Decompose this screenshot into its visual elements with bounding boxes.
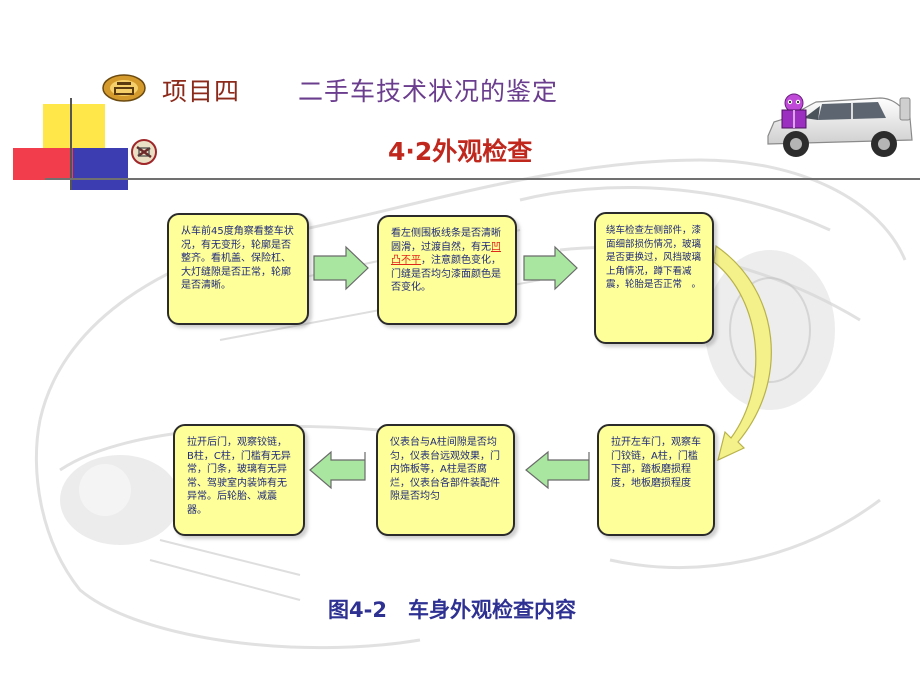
figure-caption: 图4-2 车身外观检查内容: [328, 598, 576, 622]
bullet-disc-icon: [102, 74, 146, 102]
decor-hline: [45, 178, 920, 180]
chapter-title: 二手车技术状况的鉴定: [298, 77, 559, 106]
flow-step-5: 仪表台与A柱间隙是否均匀，仪表台远观效果，门内饰板等，A柱是否腐烂，仪表台各部件…: [376, 424, 515, 536]
arrow-step4-to-step5-shape: [525, 450, 590, 490]
flow-step-2: 看左侧围板线条是否清晰圆滑，过渡自然，有无凹凸不平，注意颜色变化，门缝是否均匀漆…: [377, 215, 517, 325]
flow-step-2-highlight: 凹凸不平: [391, 241, 501, 267]
flow-step-2-text-a: 看左侧围板线条是否清晰圆滑，过渡自然，有无: [391, 228, 501, 253]
project-label: 项目四: [162, 77, 241, 106]
decor-block-blue: [70, 148, 128, 190]
flow-step-6-text: 拉开后门，观察铰链，B柱，C柱，门槛有无异常，门条，玻璃有无异常、驾驶室内装饰有…: [187, 437, 291, 516]
flow-step-4: 拉开左车门，观察车门铰链，A柱，门槛下部，踏板磨损程度，地板磨损程度: [597, 424, 715, 536]
bullet-emblem-icon: [131, 139, 157, 165]
decor-vline: [70, 98, 72, 190]
section-title: 4·2外观检查: [388, 137, 533, 166]
flow-step-3-text: 绕车检查左侧部件，漆面细部损伤情况，玻璃是否更换过，风挡玻璃上角情况，蹲下看减震…: [606, 225, 702, 290]
flow-step-6: 拉开后门，观察铰链，B柱，C柱，门槛有无异常，门条，玻璃有无异常、驾驶室内装饰有…: [173, 424, 305, 536]
flow-step-1-text: 从车前45度角察看整车状况，有无变形，轮廓是否整齐。看机盖、保险杠、大灯缝隙是否…: [181, 226, 294, 291]
flow-step-3: 绕车检查左侧部件，漆面细部损伤情况，玻璃是否更换过，风挡玻璃上角情况，蹲下看减震…: [594, 212, 714, 344]
arrow-step1-to-step2: [313, 245, 369, 291]
arrow-step5-to-step6-shape: [309, 450, 366, 490]
book-mascot-icon: [781, 93, 807, 129]
flow-step-1: 从车前45度角察看整车状况，有无变形，轮廓是否整齐。看机盖、保险杠、大灯缝隙是否…: [167, 213, 309, 325]
flow-step-2-text-b: ，注意颜色变化，门缝是否均匀漆面颜色是否变化。: [391, 255, 501, 293]
arrow-step2-to-step3: [523, 245, 578, 291]
curve-step3-to-step4: [713, 244, 772, 462]
flow-step-5-text: 仪表台与A柱间隙是否均匀，仪表台远观效果，门内饰板等，A柱是否腐烂，仪表台各部件…: [390, 437, 500, 502]
flow-step-4-text: 拉开左车门，观察车门铰链，A柱，门槛下部，踏板磨损程度，地板磨损程度: [611, 437, 701, 489]
decor-block-red: [13, 148, 73, 180]
car-photo-icon: [767, 97, 913, 157]
